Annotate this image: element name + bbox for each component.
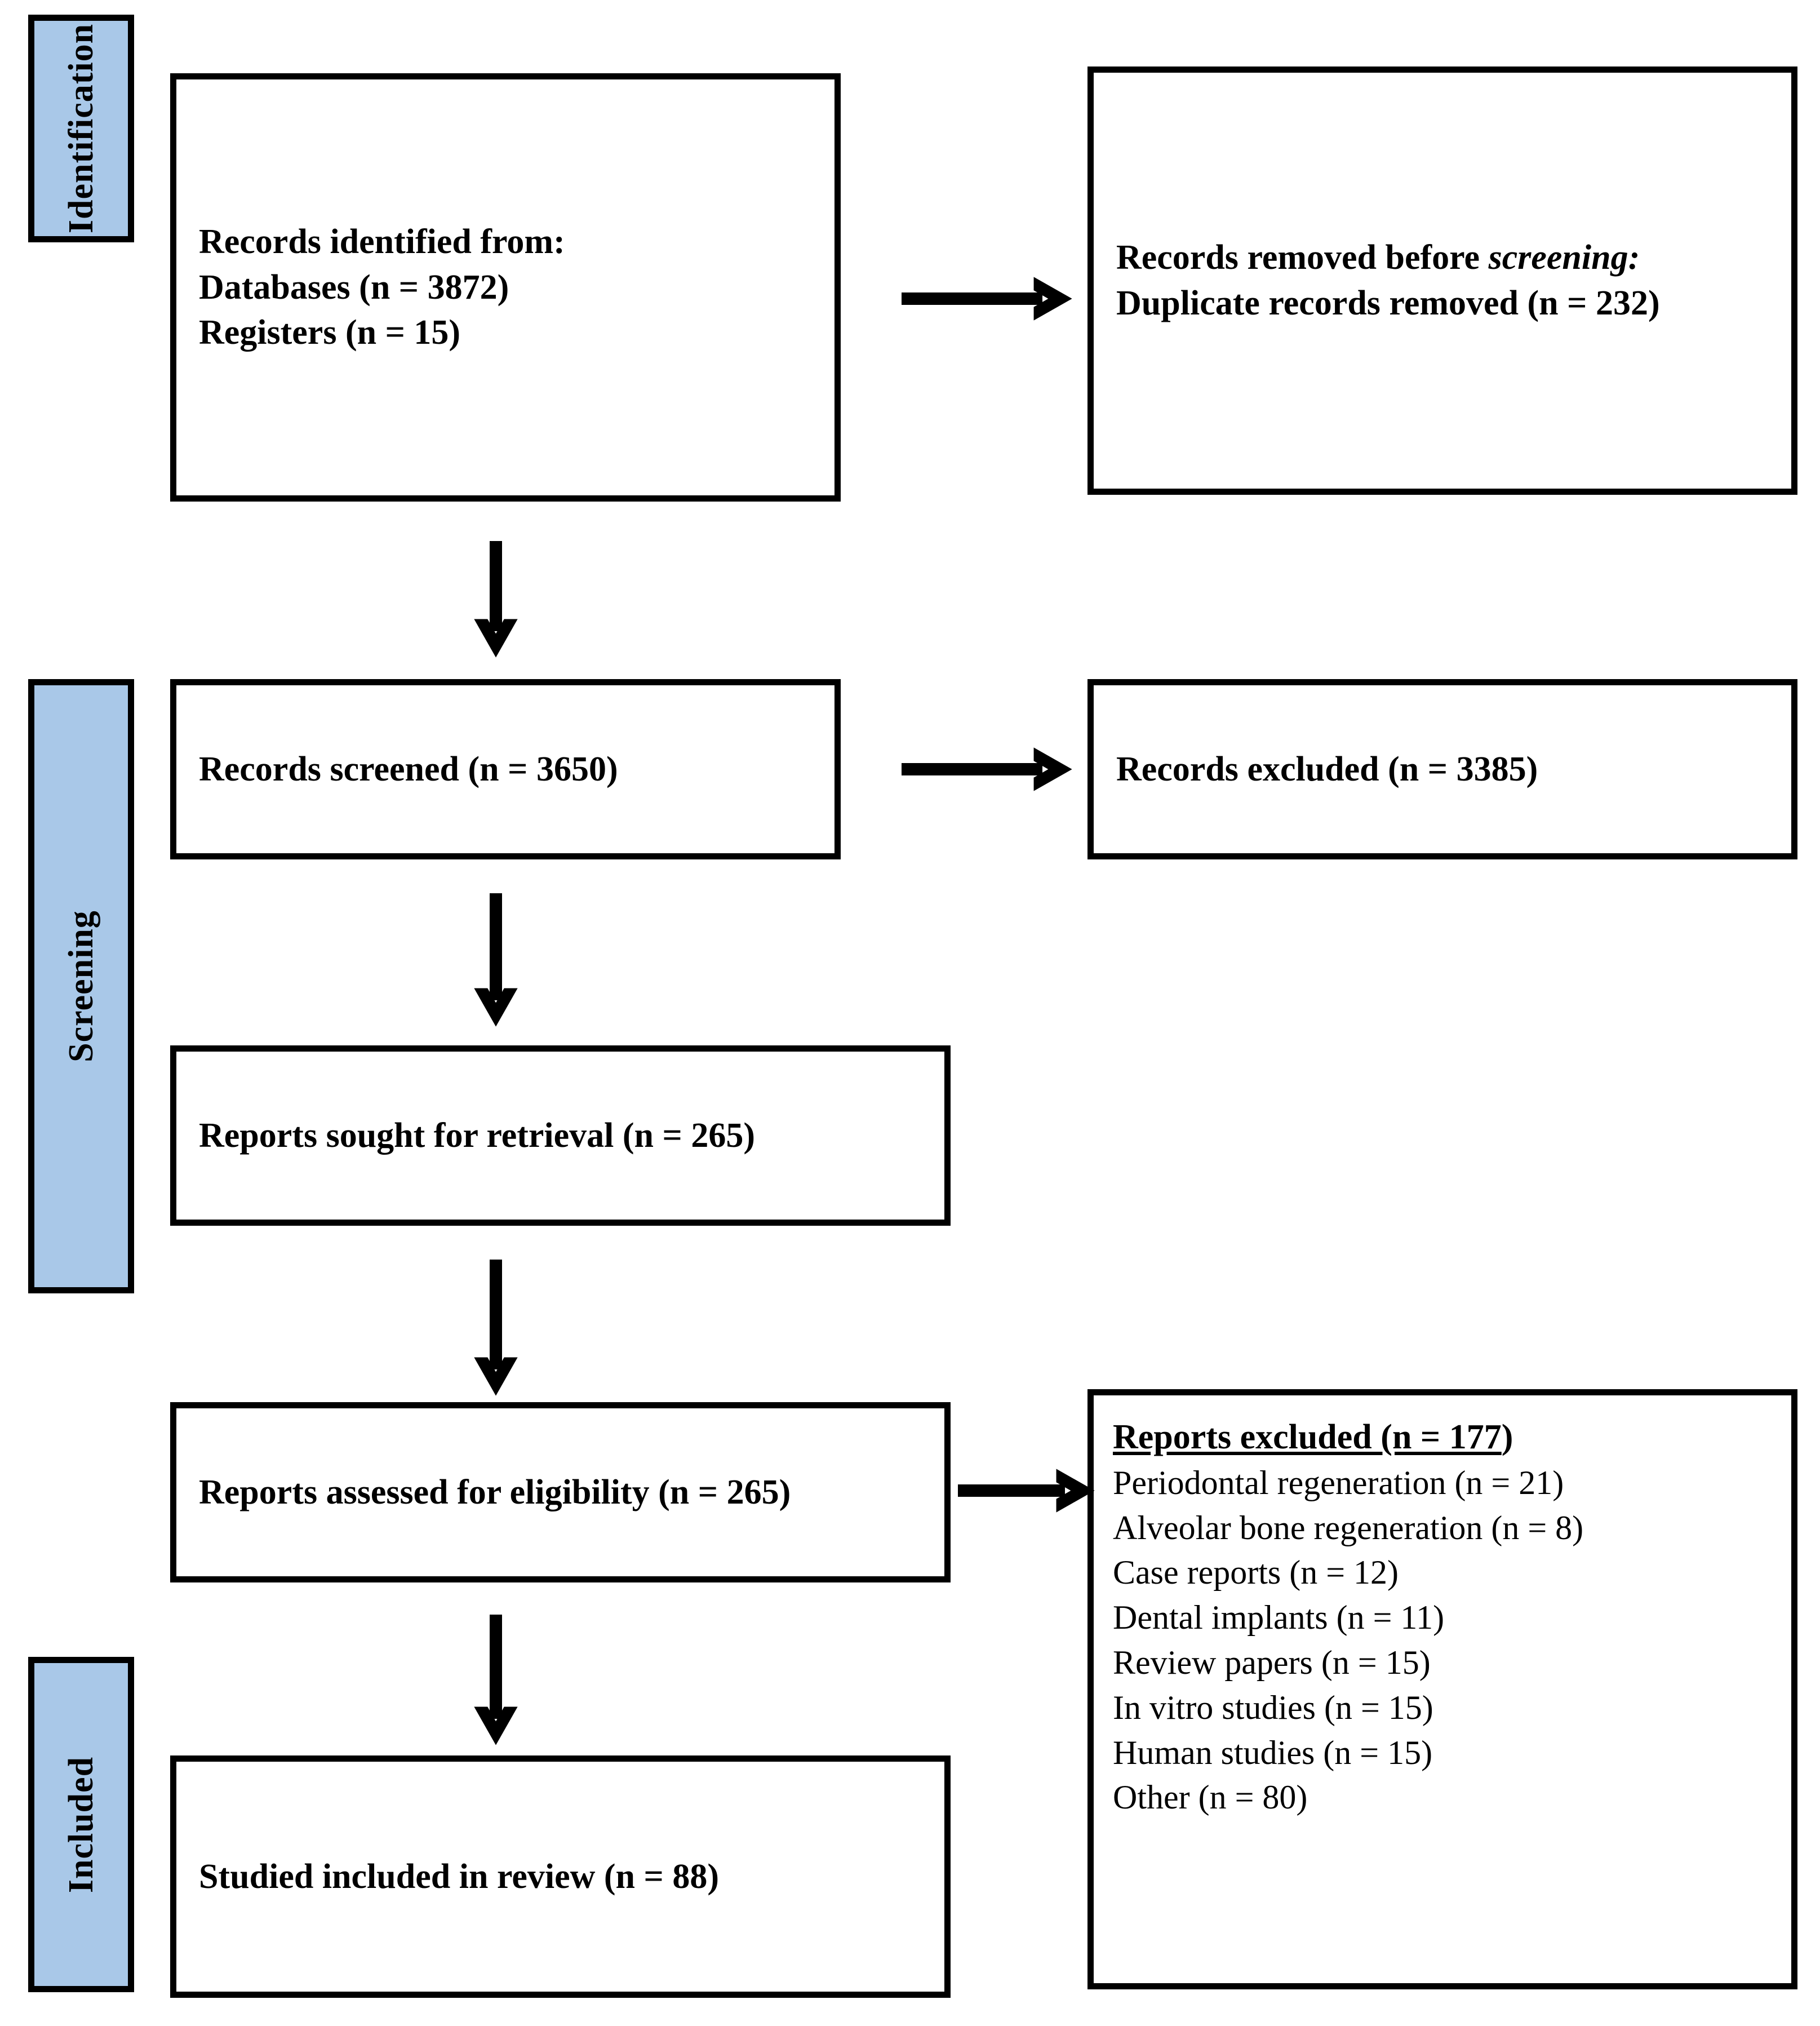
reports-assessed-line-1: Reports assessed for eligibility (n = 26… — [199, 1473, 791, 1511]
box-reports-sought: Reports sought for retrieval (n = 265) — [170, 1045, 951, 1226]
box-records-excluded: Records excluded (n = 3385) — [1087, 679, 1797, 859]
box-studies-included: Studied included in review (n = 88) — [170, 1755, 951, 1998]
box-reports-assessed: Reports assessed for eligibility (n = 26… — [170, 1402, 951, 1582]
reports-excluded-reason: Human studies (n = 15) — [1113, 1734, 1433, 1771]
box-records-identified: Records identified from: Databases (n = … — [170, 73, 841, 502]
box-records-removed: Records removed before screening: Duplic… — [1087, 67, 1797, 495]
box-records-screened: Records screened (n = 3650) — [170, 679, 841, 859]
records-identified-line-3: Registers (n = 15) — [199, 313, 461, 352]
records-screened-line-1: Records screened (n = 3650) — [199, 750, 618, 788]
box-reports-excluded-reasons: Reports excluded (n = 177) Periodontal r… — [1087, 1389, 1797, 1989]
reports-excluded-reason: Case reports (n = 12) — [1113, 1554, 1399, 1591]
stage-label-identification-text: Identification — [62, 23, 101, 234]
records-removed-line-2: Duplicate records removed (n = 232) — [1116, 284, 1660, 322]
stage-label-identification: Identification — [28, 15, 134, 242]
records-removed-line-1: Records removed before screening: — [1116, 235, 1769, 281]
reports-sought-line-1: Reports sought for retrieval (n = 265) — [199, 1116, 756, 1155]
reports-excluded-heading-underlined: Reports excluded (n = 177 — [1113, 1418, 1502, 1456]
reports-excluded-heading: Reports excluded (n = 177) — [1113, 1415, 1772, 1461]
reports-excluded-reason: Review papers (n = 15) — [1113, 1644, 1431, 1682]
records-identified-line-1: Records identified from: — [199, 223, 565, 261]
studies-included-line-1: Studied included in review (n = 88) — [199, 1857, 719, 1896]
records-removed-prefix: Records removed before — [1116, 238, 1489, 277]
stage-label-included-text: Included — [62, 1756, 101, 1893]
reports-excluded-reason: Periodontal regeneration (n = 21) — [1113, 1464, 1564, 1501]
stage-label-screening: Screening — [28, 679, 134, 1293]
reports-excluded-reason: Dental implants (n = 11) — [1113, 1599, 1445, 1637]
reports-excluded-heading-tail: ) — [1501, 1418, 1513, 1456]
records-removed-italic-screening: screening: — [1488, 238, 1640, 277]
reports-excluded-reason: In vitro studies (n = 15) — [1113, 1688, 1433, 1726]
reports-excluded-reason: Alveolar bone regeneration (n = 8) — [1113, 1509, 1584, 1546]
stage-label-screening-text: Screening — [62, 910, 100, 1062]
records-excluded-line-1: Records excluded (n = 3385) — [1116, 750, 1538, 788]
stage-label-included: Included — [28, 1657, 134, 1992]
records-identified-line-2: Databases (n = 3872) — [199, 268, 509, 307]
reports-excluded-reason: Other (n = 80) — [1113, 1779, 1308, 1816]
